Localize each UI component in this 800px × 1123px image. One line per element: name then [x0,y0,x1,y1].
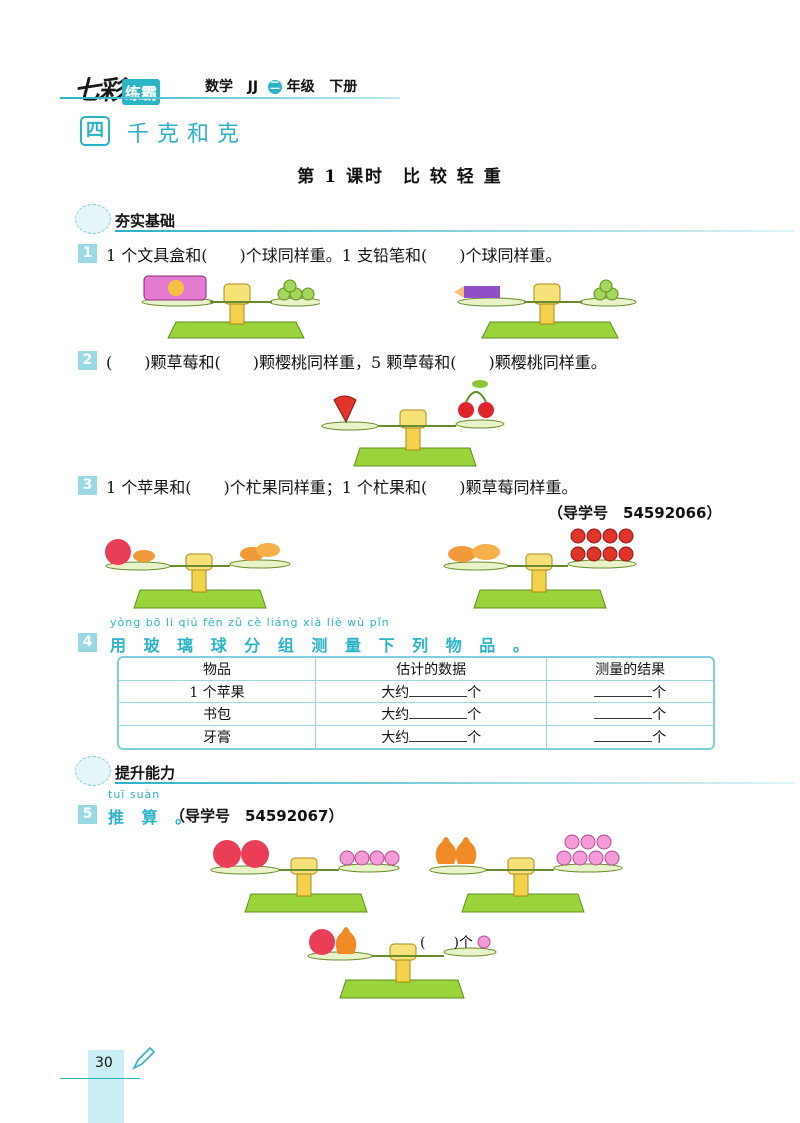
strawberry-icon [333,395,357,424]
unit: 个 [467,707,482,724]
volume: 下册 [329,79,358,95]
result-cell[interactable]: 个 [546,679,713,704]
section-title: 夯实基础 [115,212,176,230]
item-name: 书包 [119,702,316,727]
brand-box: 练霸 [122,79,161,105]
guide-number: （导学号 54592066） [548,504,722,522]
subject: 数学 [205,79,233,95]
balance-scale-pencil [454,279,637,339]
header-meta: 数学 JJ 二 年级 下册 [205,76,357,96]
section-icon [75,756,111,786]
estimate-prefix: 大约 [381,730,410,747]
question-number: 2 [78,351,97,370]
apple-icon [309,929,335,955]
estimate-prefix: 大约 [381,684,410,701]
question-number: 1 [78,244,97,263]
estimate-cell[interactable]: 大约 个 [314,725,548,748]
mango-icon [448,546,476,562]
section-divider [115,782,795,784]
chapter-title: 千克和克 [127,122,248,147]
pinyin: yòng bō li qiú fēn zǔ cè liáng xià liè w… [110,616,390,629]
page-number: 30 [95,1055,113,1071]
pear-icon [435,837,457,864]
balance-scale-pencilbox [141,275,320,339]
question-number: 5 [78,805,97,824]
grade-number: 二 [267,80,282,94]
apple-icon [105,539,131,565]
table-header: 估计的数据 [314,658,548,681]
answer-blank[interactable] [409,704,468,720]
balance-scale-apples-peaches [210,840,400,913]
balance-scale-apple-mango [105,539,291,609]
estimate-cell[interactable]: 大约 个 [314,702,548,727]
brand-logo: 七彩练霸 [74,70,161,107]
section-divider [115,230,795,232]
question-text: 1 个苹果和( )个杧果同样重；1 个杧果和( )颗草莓同样重。 [106,478,578,497]
balance-scale-apple-pear [307,927,497,999]
lesson-title: 第 1 课时 比 较 轻 重 [297,167,503,187]
peach-group-icon [339,850,400,866]
table-row: 牙膏 大约 个 个 [119,725,713,748]
table-row: 1 个苹果 大约 个 个 [119,679,713,704]
question-text: ( )颗草莓和( )颗樱桃同样重，5 颗草莓和( )颗樱桃同样重。 [106,353,607,372]
section-title: 提升能力 [115,764,176,782]
mango-icon [133,550,155,562]
estimate-cell[interactable]: 大约 个 [314,679,548,704]
answer-blank-suffix[interactable]: ( )个 [420,935,473,951]
estimate-prefix: 大约 [381,707,410,724]
page-divider [60,1078,140,1079]
header-divider [60,97,400,99]
section-header-basics: 夯实基础 [75,204,795,234]
table-row: 书包 大约 个 个 [119,702,713,727]
item-name: 1 个苹果 [119,679,316,704]
section-icon [75,204,111,234]
balance-scale-strawberry-cherry [321,380,505,467]
table-header-row: 物品 估计的数据 测量的结果 [119,658,713,681]
question-text: 1 个文具盒和( )个球同样重。1 支铅笔和( )个球同样重。 [106,246,562,265]
cherry-icon [458,402,474,418]
table-header: 物品 [119,658,316,681]
answer-blank[interactable] [594,682,653,697]
edition: JJ [247,79,259,95]
answer-blank[interactable] [409,682,468,697]
unit: 个 [467,730,482,747]
pear-icon [335,927,357,954]
answer-blank[interactable] [594,727,653,743]
item-name: 牙膏 [119,725,316,748]
balance-scale-mango-strawberry [443,528,637,609]
result-cell[interactable]: 个 [546,725,713,748]
pencil-icon [454,286,464,298]
peach-group-icon [556,834,620,866]
pencil-icon [132,1046,156,1070]
measurement-table: 物品 估计的数据 测量的结果 1 个苹果 大约个 个 书包 大约个 个 牙膏 大… [117,656,715,750]
apple-icon [213,840,241,868]
page-tab [88,1050,124,1123]
unit: 个 [652,730,667,747]
result-cell[interactable]: 个 [546,702,713,727]
unit: 个 [467,684,482,701]
unit: 个 [652,707,667,724]
peach-icon [477,935,491,949]
strawberry-group-icon [570,528,634,562]
pinyin: tuī suàn [108,788,161,801]
question-number: 3 [78,476,97,495]
answer-blank[interactable] [594,704,653,720]
question-text: 推 算 。 [108,808,198,827]
table-header: 测量的结果 [546,658,713,681]
chapter-number: 四 [80,116,110,146]
question-text: 用 玻 璃 球 分 组 测 量 下 列 物 品 。 [110,636,535,655]
grade-suffix: 年级 [286,79,315,95]
balance-scale-pears-peaches [429,834,623,913]
answer-blank[interactable] [409,727,468,743]
section-header-advanced: 提升能力 [75,756,795,786]
unit: 个 [652,684,667,701]
guide-number: （导学号 54592067） [170,807,344,825]
brand-prefix: 七彩 [74,76,124,106]
question-number: 4 [78,633,97,652]
